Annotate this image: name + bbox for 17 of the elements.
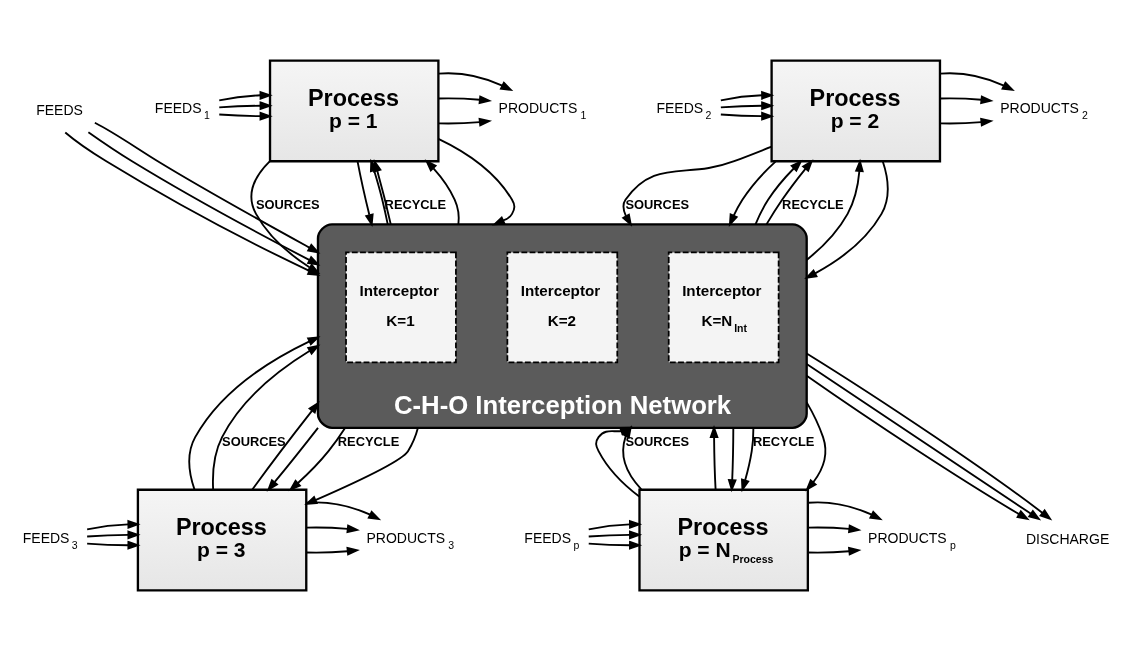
edge-label: SOURCES: [255, 196, 320, 212]
edge-label: SOURCES: [625, 433, 690, 449]
edge-label: RECYCLE: [337, 433, 400, 449]
edge-label: SOURCES: [222, 433, 286, 449]
node-text: FEEDS$_{1}$: [154, 99, 210, 121]
node-text: PRODUCTS$_{2}$: [1000, 99, 1088, 121]
node-text: FEEDS$_{p}$: [524, 529, 580, 550]
node-text: FEEDS: [36, 101, 83, 118]
edge-label: RECYCLE: [752, 433, 815, 449]
edge-label: RECYCLE: [782, 196, 844, 212]
node-text: DISCHARGE: [1025, 530, 1110, 547]
node-text: PRODUCTS$_{1}$: [498, 99, 587, 121]
node-text: PRODUCTS$_{p}$: [868, 529, 956, 550]
node-text: FEEDS$_{2}$: [656, 99, 712, 121]
node-text: FEEDS$_{3}$: [22, 529, 78, 550]
edge-label: SOURCES: [625, 196, 690, 212]
node-text: PRODUCTS$_{3}$: [366, 529, 455, 550]
